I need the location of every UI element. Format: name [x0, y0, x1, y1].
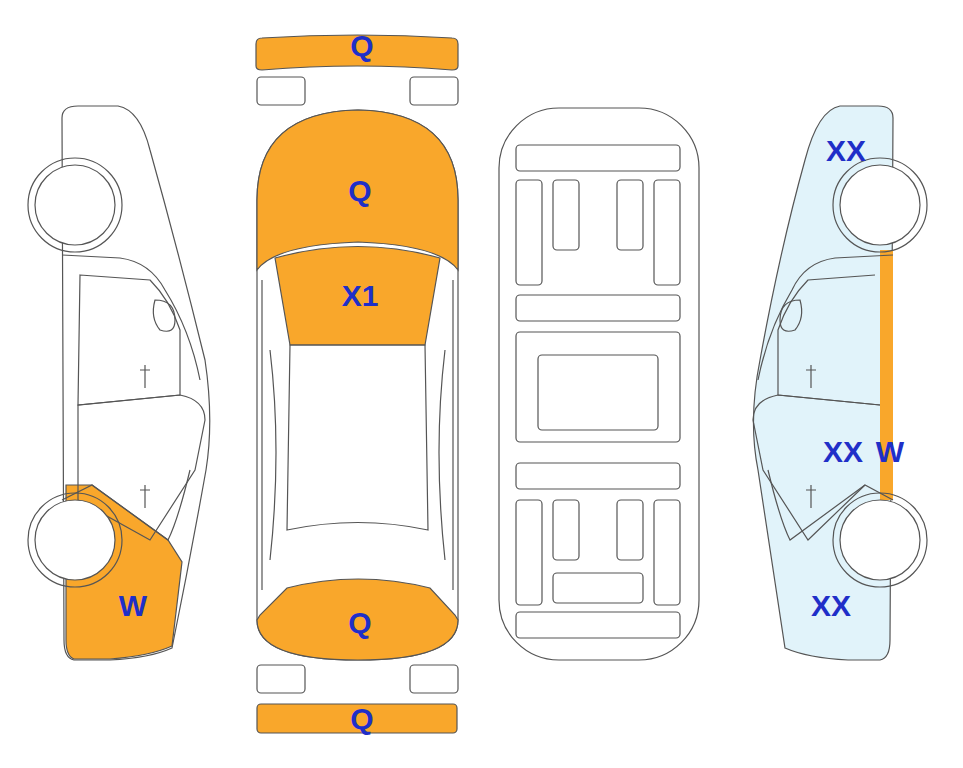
mirror — [780, 300, 802, 331]
wheel-arch — [833, 493, 927, 587]
wheel — [840, 500, 920, 580]
left-side-view — [28, 106, 210, 660]
floor-panel — [516, 463, 680, 489]
car-floor — [499, 108, 699, 660]
floor-panel — [617, 180, 643, 250]
floor-panel — [654, 500, 680, 605]
floor-panel — [516, 332, 680, 442]
wheel-arch — [833, 158, 927, 252]
car-body — [257, 110, 458, 660]
wheel — [35, 500, 115, 580]
damage-code: Q — [350, 704, 373, 734]
damage-code: XX — [826, 136, 866, 166]
roof — [287, 345, 428, 530]
floor-panel — [516, 500, 542, 605]
damage-code: Q — [350, 31, 373, 61]
damage-code: Q — [348, 176, 371, 206]
headlight — [257, 77, 305, 105]
door-handle — [806, 365, 816, 508]
floor-panel — [553, 180, 579, 250]
window-line — [78, 275, 180, 405]
damage-code: Q — [348, 608, 371, 638]
damage-code: XX — [811, 591, 851, 621]
floor-panel — [538, 355, 658, 430]
rear-window — [257, 579, 458, 660]
side-line — [262, 280, 453, 590]
floor-panel — [516, 145, 680, 171]
taillight — [410, 665, 458, 693]
wheel-arch — [28, 493, 122, 587]
wheel-arch — [28, 158, 122, 252]
windshield — [275, 247, 440, 346]
door-handle — [140, 365, 150, 508]
taillight — [257, 665, 305, 693]
headlight — [410, 77, 458, 105]
floor-panel — [553, 500, 579, 560]
wheel — [840, 165, 920, 245]
top-view — [256, 35, 458, 733]
floor-panel — [617, 500, 643, 560]
mirror — [153, 300, 175, 331]
right-side-view — [753, 106, 927, 660]
floor-panel — [516, 180, 542, 285]
rear-bumper — [257, 704, 457, 733]
damage-code: W — [119, 591, 147, 621]
damage-code: X1 — [342, 281, 379, 311]
body-line — [62, 255, 200, 380]
floor-panel — [553, 573, 643, 603]
window-line — [778, 275, 880, 405]
floor-panel — [516, 295, 680, 321]
floor-panel — [516, 612, 680, 638]
damage-code: XX — [823, 437, 863, 467]
wheel — [35, 165, 115, 245]
damage-code: W — [876, 437, 904, 467]
underside-view — [499, 108, 699, 660]
floor-panel — [654, 180, 680, 285]
